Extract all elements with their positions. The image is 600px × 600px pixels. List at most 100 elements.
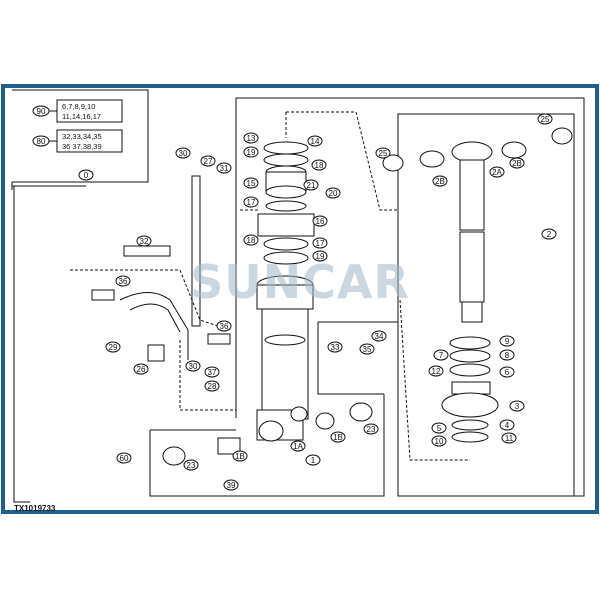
svg-text:18: 18 xyxy=(315,161,324,170)
svg-text:27: 27 xyxy=(204,157,213,166)
callout-11: 11 xyxy=(501,432,517,444)
callout-23b: 23 xyxy=(183,459,199,471)
callout-19b: 19 xyxy=(312,250,328,262)
callout-33: 33 xyxy=(327,341,343,353)
callout-1a: 1A xyxy=(290,440,306,452)
callout-19: 19 xyxy=(243,146,259,158)
callout-31: 31 xyxy=(216,162,232,174)
svg-text:1B: 1B xyxy=(333,433,343,442)
svg-text:30: 30 xyxy=(189,362,198,371)
watermark: SUNCAR xyxy=(190,255,410,309)
callout-7: 7 xyxy=(433,349,449,361)
assembly-ref-0: 0 xyxy=(78,169,94,181)
svg-text:2B: 2B xyxy=(435,177,445,186)
callouts: 13 14 19 18 15 21 20 17 16 18 17 19 25 2… xyxy=(105,113,557,491)
svg-text:25: 25 xyxy=(541,115,550,124)
kit-90: 90 6,7,8,9,10 11,14,16,17 xyxy=(32,99,123,123)
svg-text:39: 39 xyxy=(227,481,236,490)
callout-1: 1 xyxy=(305,454,321,466)
callout-16: 16 xyxy=(312,215,328,227)
svg-text:0: 0 xyxy=(84,171,89,180)
callout-34: 34 xyxy=(371,330,387,342)
svg-text:3: 3 xyxy=(515,402,520,411)
callout-2b: 2B xyxy=(432,175,448,187)
callout-8: 8 xyxy=(499,349,515,361)
svg-text:1B: 1B xyxy=(235,452,245,461)
callout-2: 2 xyxy=(541,228,557,240)
svg-text:25: 25 xyxy=(379,149,388,158)
callout-20: 20 xyxy=(325,187,341,199)
hose-group xyxy=(70,175,236,411)
svg-text:60: 60 xyxy=(120,454,129,463)
callout-36: 36 xyxy=(115,275,131,287)
callout-21: 21 xyxy=(303,179,319,191)
svg-text:36: 36 xyxy=(220,322,229,331)
svg-text:5: 5 xyxy=(437,424,442,433)
svg-text:19: 19 xyxy=(316,252,325,261)
callout-14: 14 xyxy=(307,135,323,147)
callout-3: 3 xyxy=(509,400,525,412)
svg-text:31: 31 xyxy=(220,164,229,173)
callout-15: 15 xyxy=(243,177,259,189)
callout-25b: 25 xyxy=(537,113,553,125)
callout-12: 12 xyxy=(428,365,444,377)
callout-26: 26 xyxy=(133,363,149,375)
callout-30: 30 xyxy=(175,147,191,159)
callout-29: 29 xyxy=(105,341,121,353)
svg-text:36: 36 xyxy=(119,277,128,286)
svg-text:18: 18 xyxy=(247,236,256,245)
svg-text:35: 35 xyxy=(363,345,372,354)
svg-text:34: 34 xyxy=(375,332,384,341)
callout-2a: 2A xyxy=(489,166,505,178)
rod-group xyxy=(382,127,573,443)
callout-60: 60 xyxy=(116,452,132,464)
callout-32: 32 xyxy=(136,235,152,247)
callout-2b-right: 2B xyxy=(509,157,525,169)
svg-text:32,33,34,35: 32,33,34,35 xyxy=(62,132,102,141)
svg-text:8: 8 xyxy=(505,351,510,360)
svg-text:11,14,16,17: 11,14,16,17 xyxy=(62,112,101,121)
callout-10: 10 xyxy=(431,435,447,447)
svg-text:6,7,8,9,10: 6,7,8,9,10 xyxy=(62,102,95,111)
callout-1b: 1B xyxy=(330,431,346,443)
svg-text:9: 9 xyxy=(505,337,510,346)
svg-text:12: 12 xyxy=(432,367,441,376)
callout-9: 9 xyxy=(499,335,515,347)
svg-text:7: 7 xyxy=(439,351,444,360)
svg-text:80: 80 xyxy=(37,137,46,146)
svg-text:29: 29 xyxy=(109,343,118,352)
svg-text:15: 15 xyxy=(247,179,256,188)
svg-text:90: 90 xyxy=(37,107,46,116)
svg-text:11: 11 xyxy=(505,434,514,443)
svg-text:36 37,38,39: 36 37,38,39 xyxy=(62,142,102,151)
svg-text:14: 14 xyxy=(311,137,320,146)
svg-text:1: 1 xyxy=(311,456,316,465)
callout-35: 35 xyxy=(359,343,375,355)
kit-80: 80 32,33,34,35 36 37,38,39 xyxy=(32,129,123,153)
callout-18b: 18 xyxy=(243,234,259,246)
figure-code: TX1019733 xyxy=(14,504,56,513)
callout-30b: 30 xyxy=(185,360,201,372)
callout-13: 13 xyxy=(243,132,259,144)
svg-text:2A: 2A xyxy=(492,168,502,177)
callout-27: 27 xyxy=(200,155,216,167)
callout-17: 17 xyxy=(243,196,259,208)
svg-text:20: 20 xyxy=(329,189,338,198)
callout-36b: 36 xyxy=(216,320,232,332)
svg-text:4: 4 xyxy=(505,421,510,430)
svg-text:17: 17 xyxy=(247,198,256,207)
callout-5: 5 xyxy=(431,422,447,434)
callout-1b-bottom: 1B xyxy=(232,450,248,462)
svg-text:10: 10 xyxy=(435,437,444,446)
callout-37: 37 xyxy=(204,366,220,378)
svg-text:23: 23 xyxy=(367,425,376,434)
svg-text:2: 2 xyxy=(547,230,552,239)
callout-18: 18 xyxy=(311,159,327,171)
callout-28: 28 xyxy=(204,380,220,392)
kit-box: 90 6,7,8,9,10 11,14,16,17 80 32,33,34,35… xyxy=(11,89,149,503)
svg-text:28: 28 xyxy=(208,382,217,391)
callout-25a: 25 xyxy=(375,147,391,159)
svg-text:23: 23 xyxy=(187,461,196,470)
callout-6: 6 xyxy=(499,366,515,378)
